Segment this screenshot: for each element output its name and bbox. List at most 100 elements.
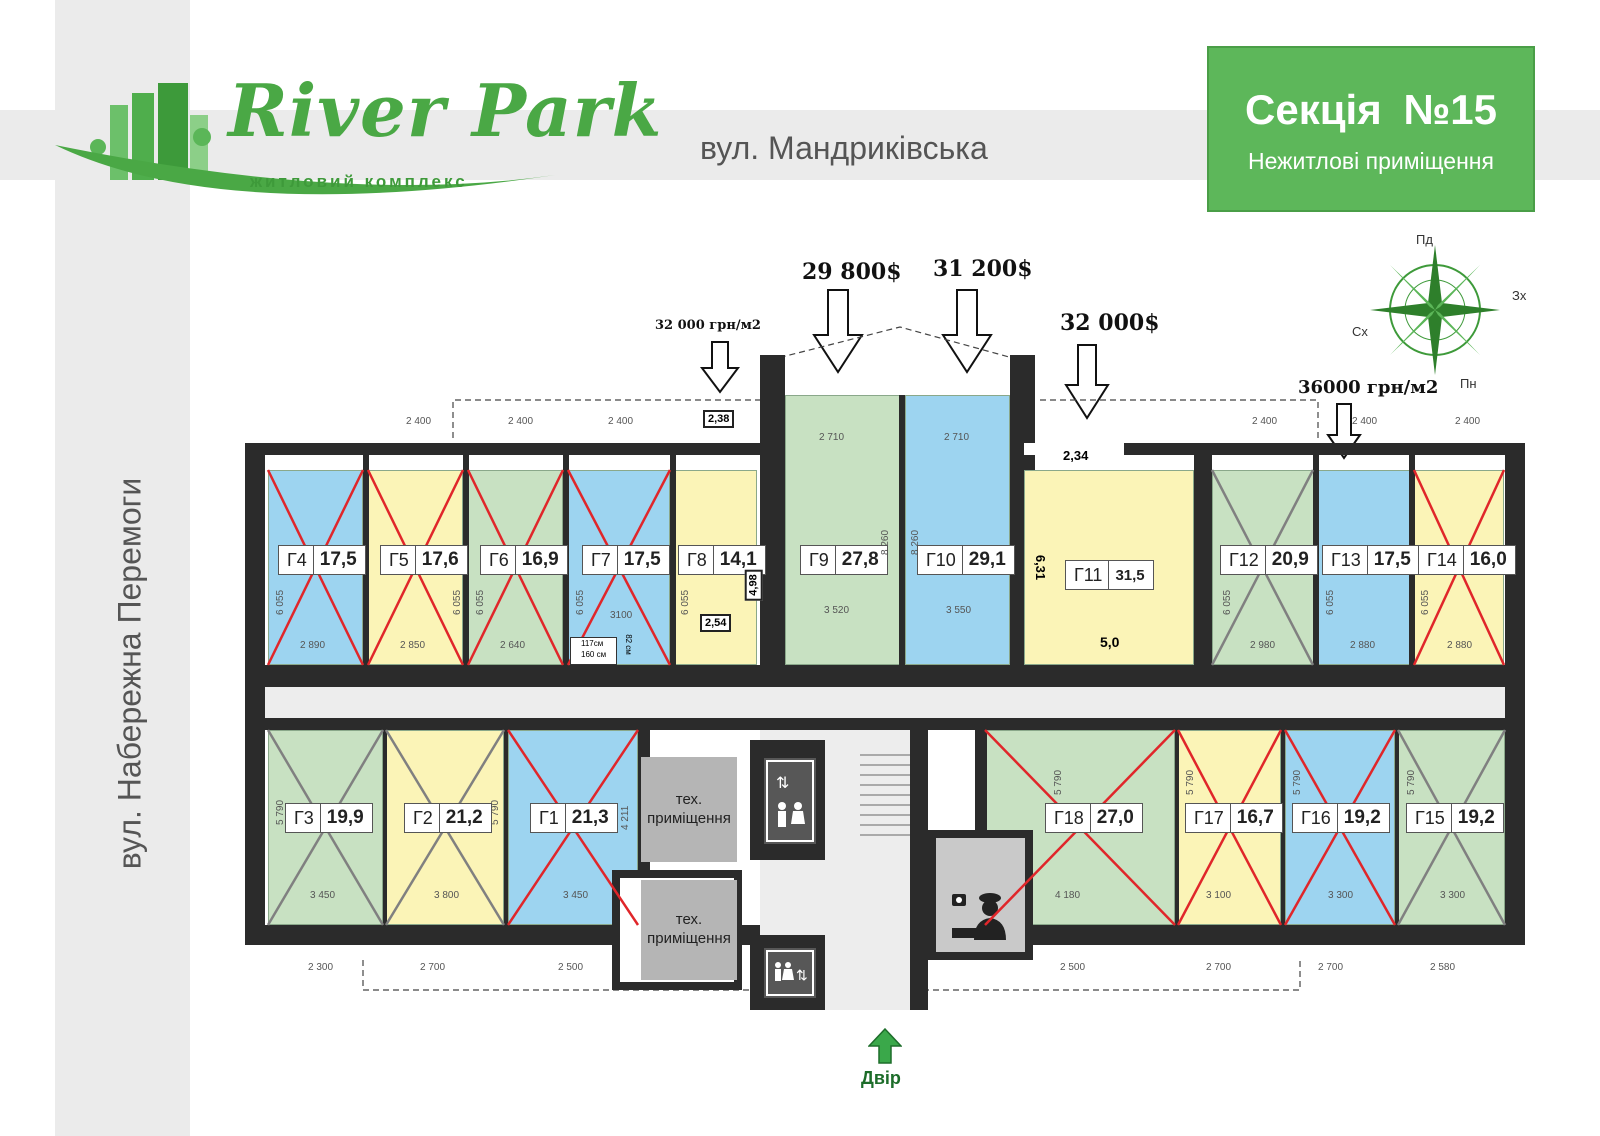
label-6-31: 6,31 <box>1033 554 1049 581</box>
wall-core-right <box>910 730 928 1010</box>
tech-room-2[interactable]: тех. приміщення <box>641 880 737 980</box>
dim-room: 3 450 <box>563 890 589 901</box>
section-box: Секція №15 Нежитлові приміщення <box>1207 46 1535 212</box>
dim-room: 3 550 <box>946 605 972 616</box>
compass-e: Зх <box>1512 288 1527 303</box>
section-title: Секція №15 <box>1245 86 1497 133</box>
security-guard-icon <box>952 893 1006 940</box>
dim-room: 2 850 <box>400 640 426 651</box>
dim-bottom: 2 700 <box>1318 962 1344 973</box>
dim-bottom: 2 700 <box>1206 962 1232 973</box>
dim-vertical: 5 790 <box>275 799 286 825</box>
dim-room: 2 880 <box>1447 640 1473 651</box>
dim-bottom: 2 500 <box>1060 962 1086 973</box>
compass-s: Пн <box>1460 376 1477 391</box>
dim-vertical: 5 790 <box>1406 769 1417 795</box>
dim-vertical: 6 055 <box>1325 589 1336 615</box>
bath-height: 82 см <box>623 634 633 655</box>
wall-sep <box>504 730 508 925</box>
dim-vertical: 6 055 <box>575 589 586 615</box>
dim-top: 2 400 <box>608 416 634 427</box>
dim-room: 3 520 <box>824 605 850 616</box>
dim-vertical: 6 055 <box>275 589 286 615</box>
dim-room: 3 450 <box>310 890 336 901</box>
wall-sep <box>1395 730 1399 925</box>
dim-top: 2 710 <box>944 432 970 443</box>
price-g11: 32 000$ <box>1060 310 1160 336</box>
wall-corridor-top <box>265 665 1505 687</box>
logo-title: River Park <box>228 68 663 153</box>
compass-w: Сх <box>1352 324 1368 339</box>
label-5-0: 5,0 <box>1100 634 1120 650</box>
dim-bottom: 2 700 <box>420 962 446 973</box>
entrance-label: Двір <box>861 1068 901 1088</box>
dim-room: 2 880 <box>1350 640 1376 651</box>
stairs-icon <box>860 754 910 836</box>
svg-text:⇅: ⇅ <box>776 775 789 792</box>
dim-room: 2 890 <box>300 640 326 651</box>
street-label-top: вул. Мандриківська <box>700 130 988 166</box>
lift-2-icon[interactable]: ⇅ <box>764 948 816 998</box>
dim-bottom: 2 500 <box>558 962 584 973</box>
dim-top: 2 400 <box>1352 416 1378 427</box>
section-subtitle: Нежитлові приміщення <box>1248 148 1494 174</box>
wall-sep <box>1194 443 1212 665</box>
dim-vertical: 6 055 <box>680 589 691 615</box>
arrow-g9 <box>812 289 864 374</box>
wall-corridor-bottom <box>265 718 1505 730</box>
dim-room: 3 100 <box>1206 890 1232 901</box>
dim-vertical: 6 055 <box>452 589 463 615</box>
wall-left <box>245 443 265 943</box>
lift-1-icon[interactable]: ⇅ <box>764 758 816 844</box>
dim-vertical: 5 790 <box>1292 769 1303 795</box>
price-g13: 36000 грн/м2 <box>1298 377 1439 398</box>
arrow-g10 <box>941 289 993 374</box>
wall-sep <box>383 730 387 925</box>
logo-subtitle: житловий комплекс <box>250 172 468 191</box>
room-g10[interactable] <box>905 395 1010 665</box>
dim-vertical: 8 260 <box>880 529 891 555</box>
wall-sep <box>1281 730 1285 925</box>
dim-room: 4 180 <box>1055 890 1081 901</box>
logo-graphic <box>55 83 555 195</box>
dim-top: 2 400 <box>508 416 534 427</box>
wall-sep <box>363 443 369 665</box>
tech-room-1[interactable]: тех. приміщення <box>641 757 737 862</box>
entrance-arrow-icon[interactable] <box>868 1028 902 1064</box>
dim-vertical: 6 055 <box>1420 589 1431 615</box>
label-2-38: 2,38 <box>703 410 735 428</box>
dim-room: 2 980 <box>1250 640 1276 651</box>
wall-sep <box>1175 730 1179 925</box>
dim-room: 3100 <box>610 610 633 621</box>
compass-n: Пд <box>1416 232 1433 247</box>
price-g9: 29 800$ <box>802 259 902 285</box>
dim-top: 2 400 <box>1455 416 1481 427</box>
wall-sep <box>670 443 676 665</box>
dim-bottom: 2 300 <box>308 962 334 973</box>
dim-top: 2 710 <box>819 432 845 443</box>
dim-vertical: 5 790 <box>1053 769 1064 795</box>
dim-vertical: 5 790 <box>490 799 501 825</box>
dim-top: 2 400 <box>406 416 432 427</box>
svg-text:⇅: ⇅ <box>796 967 808 983</box>
room-g9[interactable] <box>785 395 900 665</box>
dim-vertical: 6 055 <box>475 589 486 615</box>
label-4-98: 4,98 <box>744 569 763 601</box>
dim-bottom: 2 580 <box>1430 962 1456 973</box>
dim-vertical: 4 211 <box>620 805 631 830</box>
